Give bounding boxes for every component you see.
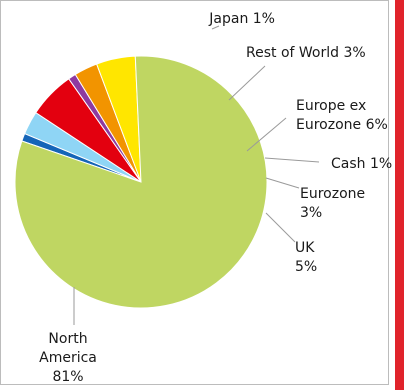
leader-line-japan (211, 25, 220, 30)
slice-label-uk: UK 5% (295, 240, 317, 275)
slice-label-line: Japan 1% (208, 11, 275, 27)
slice-label-cash: Cash 1% (331, 156, 392, 172)
slice-label-europe-ex-eurozone: Europe ex Eurozone 6% (296, 98, 388, 133)
pie-slice-north-america (14, 55, 268, 309)
slice-label-eurozone: Eurozone 3% (300, 186, 365, 221)
leader-line-cash (264, 157, 320, 163)
leader-line-uk (265, 212, 296, 243)
slice-label-line: Cash 1% (331, 156, 392, 172)
slice-label-line: 5% (295, 259, 317, 275)
slice-label-line: 3% (300, 205, 322, 221)
slice-label-japan: Japan 1% (208, 11, 275, 27)
slice-label-line: Rest of World 3% (246, 45, 366, 61)
slice-label-line: UK (295, 240, 315, 256)
leader-line-rest-of-world (228, 65, 266, 101)
slice-label-line: Eurozone 6% (296, 117, 388, 133)
slice-label-line: Europe ex (296, 98, 366, 114)
slice-label-line: Eurozone (300, 186, 365, 202)
slice-label-line: North (48, 331, 87, 347)
accent-bar (395, 0, 404, 390)
leader-line-eurozone (265, 177, 300, 189)
slice-label-rest-of-world: Rest of World 3% (246, 45, 366, 61)
slice-label-line: America (39, 350, 97, 366)
slice-label-line: 81% (52, 369, 83, 385)
leader-line-europe-ex-eurozone (246, 117, 287, 152)
